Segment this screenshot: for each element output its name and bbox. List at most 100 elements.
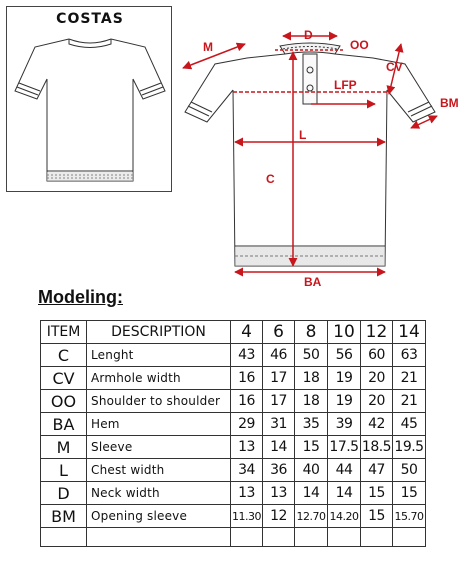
back-view-title: COSTAS <box>56 11 124 27</box>
item-code: BA <box>40 412 87 436</box>
size-value: 12 <box>262 504 295 528</box>
item-code: L <box>40 458 87 482</box>
table-row: BM Opening sleeve 11.30 12 12.70 14.20 1… <box>40 504 426 528</box>
size-value: 12.70 <box>294 504 328 528</box>
size-value: 19.5 <box>392 435 426 459</box>
empty-cell <box>262 527 295 547</box>
header-size: 6 <box>262 320 295 344</box>
size-value: 20 <box>360 366 393 390</box>
back-view-panel: COSTAS <box>6 6 172 192</box>
polo-back-illustration <box>14 38 166 182</box>
size-value: 46 <box>262 343 295 367</box>
item-description: Sleeve <box>86 435 231 459</box>
table-row: CV Armhole width 16 17 18 19 20 21 <box>40 366 426 390</box>
size-value: 13 <box>262 481 295 505</box>
size-value: 16 <box>230 389 263 413</box>
header-size: 14 <box>392 320 426 344</box>
header-description: DESCRIPTION <box>86 320 231 344</box>
size-value: 15 <box>360 504 393 528</box>
size-value: 15 <box>392 481 426 505</box>
table-row-empty <box>40 527 426 547</box>
size-value: 44 <box>327 458 361 482</box>
label-cv: CV <box>386 60 403 74</box>
item-description: Neck width <box>86 481 231 505</box>
size-value: 40 <box>294 458 328 482</box>
size-value: 15 <box>294 435 328 459</box>
size-table: ITEM DESCRIPTION 4 6 8 10 12 14 C Lenght… <box>40 320 426 547</box>
item-description: Shoulder to shoulder <box>86 389 231 413</box>
empty-cell <box>327 527 361 547</box>
size-value: 18 <box>294 366 328 390</box>
size-value: 19 <box>327 366 361 390</box>
polo-front-illustration <box>182 31 438 277</box>
item-code: M <box>40 435 87 459</box>
size-value: 31 <box>262 412 295 436</box>
header-size: 8 <box>294 320 328 344</box>
header-size: 4 <box>230 320 263 344</box>
item-code: C <box>40 343 87 367</box>
size-value: 14 <box>262 435 295 459</box>
size-value: 17 <box>262 389 295 413</box>
size-value: 39 <box>327 412 361 436</box>
size-value: 17.5 <box>327 435 361 459</box>
size-value: 60 <box>360 343 393 367</box>
size-value: 15.70 <box>392 504 426 528</box>
size-value: 14 <box>327 481 361 505</box>
item-code: OO <box>40 389 87 413</box>
size-value: 29 <box>230 412 263 436</box>
header-item: ITEM <box>40 320 87 344</box>
label-l: L <box>299 128 307 142</box>
size-value: 63 <box>392 343 426 367</box>
size-value: 19 <box>327 389 361 413</box>
label-lfp: LFP <box>334 78 357 92</box>
size-value: 13 <box>230 481 263 505</box>
empty-cell <box>360 527 393 547</box>
label-bm: BM <box>440 96 459 110</box>
size-value: 14 <box>294 481 328 505</box>
size-value: 34 <box>230 458 263 482</box>
size-value: 21 <box>392 389 426 413</box>
table-row: OO Shoulder to shoulder 16 17 18 19 20 2… <box>40 389 426 413</box>
label-c: C <box>266 172 275 186</box>
size-value: 56 <box>327 343 361 367</box>
label-m: M <box>203 40 213 54</box>
empty-cell <box>86 527 231 547</box>
empty-cell <box>230 527 263 547</box>
label-ba: BA <box>304 275 322 289</box>
size-value: 47 <box>360 458 393 482</box>
table-row: C Lenght 43 46 50 56 60 63 <box>40 343 426 367</box>
modeling-title: Modeling: <box>38 287 123 307</box>
label-oo: OO <box>350 38 369 52</box>
item-description: Opening sleeve <box>86 504 231 528</box>
size-value: 13 <box>230 435 263 459</box>
size-value: 17 <box>262 366 295 390</box>
size-value: 43 <box>230 343 263 367</box>
size-value: 16 <box>230 366 263 390</box>
item-code: BM <box>40 504 87 528</box>
empty-cell <box>40 527 87 547</box>
size-value: 21 <box>392 366 426 390</box>
table-row: BA Hem 29 31 35 39 42 45 <box>40 412 426 436</box>
table-header-row: ITEM DESCRIPTION 4 6 8 10 12 14 <box>40 320 426 344</box>
size-value: 20 <box>360 389 393 413</box>
size-value: 35 <box>294 412 328 436</box>
size-value: 42 <box>360 412 393 436</box>
size-value: 11.30 <box>230 504 263 528</box>
size-value: 15 <box>360 481 393 505</box>
label-d: D <box>304 28 313 42</box>
item-code: CV <box>40 366 87 390</box>
size-value: 14.20 <box>327 504 361 528</box>
size-value: 45 <box>392 412 426 436</box>
empty-cell <box>392 527 426 547</box>
size-value: 36 <box>262 458 295 482</box>
table-row: D Neck width 13 13 14 14 15 15 <box>40 481 426 505</box>
header-size: 12 <box>360 320 393 344</box>
item-description: Hem <box>86 412 231 436</box>
size-value: 50 <box>392 458 426 482</box>
table-row: M Sleeve 13 14 15 17.5 18.5 19.5 <box>40 435 426 459</box>
empty-cell <box>294 527 328 547</box>
item-description: Chest width <box>86 458 231 482</box>
item-description: Lenght <box>86 343 231 367</box>
size-value: 50 <box>294 343 328 367</box>
size-value: 18 <box>294 389 328 413</box>
